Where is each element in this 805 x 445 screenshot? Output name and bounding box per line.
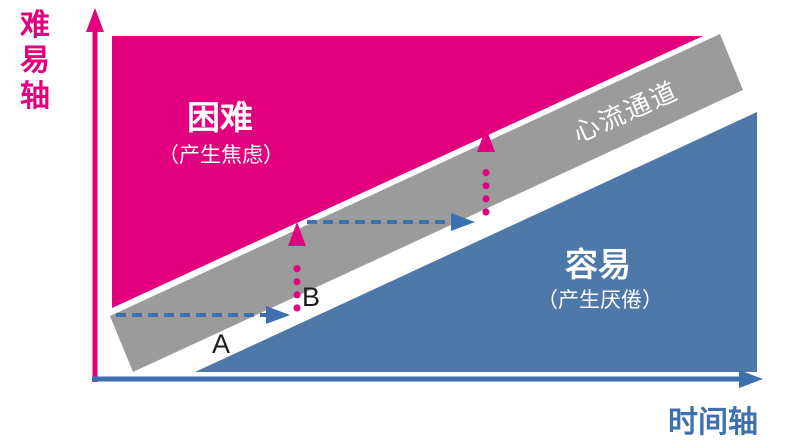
- time-progress-arrowhead-2-icon: [451, 213, 475, 231]
- easy-region-shape: [195, 112, 757, 372]
- y-axis-label: 难易轴: [20, 9, 51, 113]
- difficult-region-shape: [112, 36, 703, 308]
- flow-channel-band: [110, 34, 743, 372]
- time-progress-arrowhead-1-icon: [266, 306, 290, 324]
- y-axis-arrowhead-icon: [86, 8, 104, 32]
- x-axis-arrowhead-icon: [739, 370, 763, 388]
- easy-region-subtitle: （产生厌倦）: [537, 289, 663, 312]
- difficult-region-subtitle: （产生焦虑）: [158, 144, 284, 167]
- difficult-region-title: 困难: [187, 99, 253, 136]
- point-a-label: A: [212, 329, 231, 359]
- x-axis-label: 时间轴: [668, 406, 758, 439]
- difficulty-step-arrowhead-2-icon: [477, 128, 495, 152]
- easy-region-title: 容易: [565, 246, 631, 283]
- point-b-label: B: [302, 282, 321, 312]
- difficulty-step-arrowhead-1-icon: [288, 222, 306, 246]
